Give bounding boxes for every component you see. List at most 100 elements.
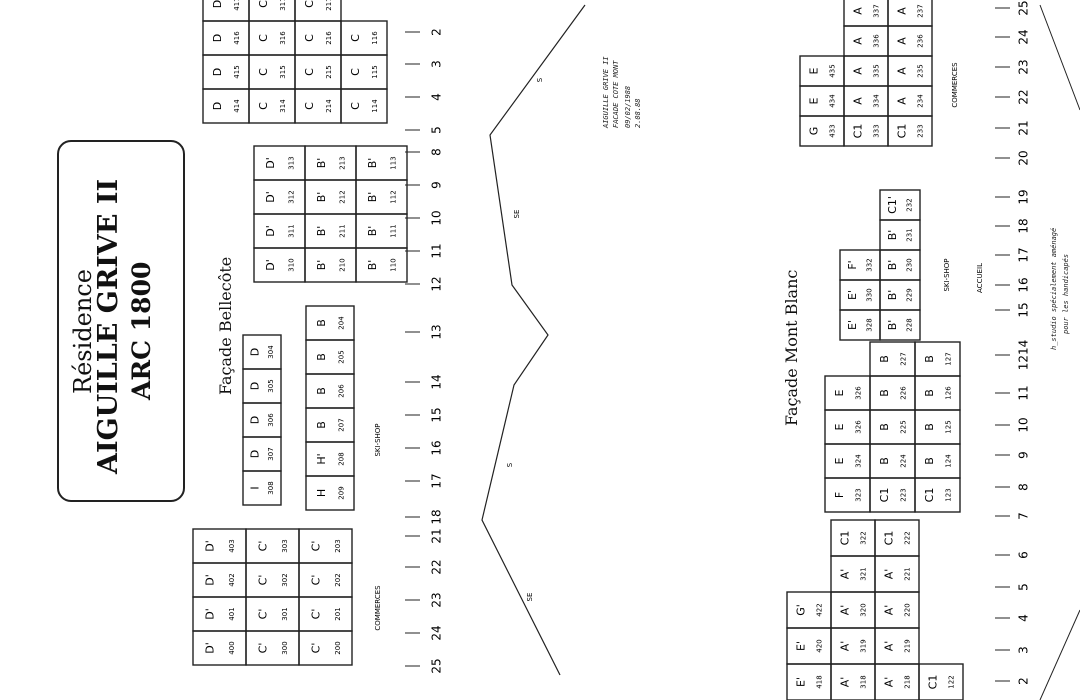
title-box: Résidence AIGUILLE GRIVE II ARC 1800 — [57, 140, 185, 502]
bellecote-block-d-cell — [298, 528, 353, 564]
bellecote-block-a-cell — [340, 54, 388, 90]
bellecote-block-a-apt-type: C — [303, 68, 316, 76]
montblanc-block-c-apt-number: 323 — [854, 488, 862, 501]
montblanc-block-a-apt-number: 234 — [917, 94, 925, 108]
montblanc-ski-shop: SKI-SHOP — [943, 258, 951, 291]
bellecote-block-d-cell — [298, 562, 353, 598]
bellecote-block-d-apt-type: C' — [256, 575, 269, 586]
montblanc-block-b-apt-type: E' — [846, 320, 859, 330]
bellecote-block-b-apt-number: 311 — [288, 224, 296, 237]
montblanc-block-a-apt-number: 237 — [917, 4, 925, 17]
bellecote-block-a-apt-type: C — [257, 102, 270, 110]
bellecote-block-b-apt-type: B' — [366, 158, 379, 169]
montblanc-block-c-apt-number: 127 — [944, 352, 952, 365]
montblanc-accueil: ACCUEIL — [976, 263, 984, 293]
montblanc-block-d-apt-number: 418 — [816, 675, 824, 688]
bellecote-axis-label: 11 — [430, 243, 444, 258]
montblanc-block-a-apt-number: 435 — [829, 64, 837, 77]
montblanc-block-a-apt-type: A — [896, 7, 909, 15]
bellecote-block-d-apt-type: D' — [203, 608, 216, 620]
montblanc-block-c-apt-type: E — [833, 457, 846, 464]
bellecote-block-d-apt-type: C' — [309, 541, 322, 552]
montblanc-block-b-apt-type: B' — [886, 260, 899, 271]
montblanc-axis-label: 7 — [1017, 512, 1031, 520]
montblanc-block-b-apt-number: 330 — [866, 288, 874, 301]
bellecote-block-d-apt-type: C' — [309, 575, 322, 586]
montblanc-block-b-apt-number: 230 — [906, 258, 914, 271]
bellecote-block-b-cell — [304, 247, 357, 283]
bellecote-block-a-cell — [340, 20, 388, 56]
montblanc-block-a-apt-type: G — [808, 127, 821, 136]
bellecote-block-d-cell — [298, 630, 353, 666]
bellecote-block-a-cell — [294, 20, 342, 56]
montblanc-block-d-apt-number: 218 — [904, 675, 912, 688]
montblanc-block-c-cell — [914, 375, 961, 411]
bellecote-block-d-apt-type: C' — [309, 643, 322, 654]
bellecote-block-c-apt-number: 208 — [338, 452, 346, 465]
bellecote-block-d-apt-type: C' — [309, 609, 322, 620]
montblanc-block-c-apt-type: B — [923, 457, 936, 465]
bellecote-block-a-apt-number: 217 — [325, 0, 333, 11]
montblanc-block-d-apt-number: 321 — [860, 567, 868, 580]
montblanc-axis-label: 22 — [1017, 89, 1031, 104]
bellecote-block-a-apt-number: 414 — [233, 99, 241, 113]
bellecote-block-d-apt-number: 201 — [334, 607, 342, 620]
exposure-label: S — [506, 462, 514, 467]
bellecote-block-d-apt-number: 401 — [228, 607, 236, 620]
montblanc-block-a-apt-type: A — [896, 37, 909, 45]
bellecote-block-d-cell — [192, 596, 247, 632]
bellecote-block-b-apt-number: 212 — [339, 190, 347, 203]
bellecote-block-c-apt-number: 206 — [338, 384, 346, 398]
montblanc-axis-label: 15 — [1017, 302, 1031, 317]
montblanc-block-d-apt-number: 422 — [816, 603, 824, 616]
montblanc-block-a-apt-type: C1 — [896, 124, 909, 139]
bellecote-block-b-apt-type: B' — [315, 192, 328, 203]
bellecote-block-a-cell — [202, 88, 250, 124]
montblanc-block-c-apt-type: F — [833, 492, 846, 498]
montblanc-block-c-cell — [869, 341, 916, 377]
bellecote-axis-label: 25 — [430, 658, 444, 673]
bellecote-block-b-cell — [253, 179, 306, 215]
montblanc-block-c-apt-number: 226 — [899, 386, 907, 400]
bellecote-block-b-cell — [355, 179, 408, 215]
montblanc-block-a-apt-number: 433 — [829, 124, 837, 137]
bellecote-block-a-apt-number: 215 — [325, 65, 333, 78]
bellecote-block-b-apt-type: B' — [315, 158, 328, 169]
bellecote-block-c-apt-number: 306 — [267, 413, 275, 427]
montblanc-block-c-cell — [869, 477, 916, 513]
bellecote-block-c-apt-type: B — [315, 421, 328, 429]
montblanc-axis-label: 17 — [1017, 247, 1031, 262]
montblanc-axis-label: 4 — [1017, 614, 1031, 622]
montblanc-axis-label: 21 — [1017, 120, 1031, 135]
montblanc-block-d-cell — [874, 519, 920, 557]
bellecote-block-c-apt-type: D — [249, 450, 262, 458]
bellecote-block-c-apt-type: B — [315, 319, 328, 327]
bellecote-block-d-apt-type: D' — [203, 642, 216, 654]
montblanc-block-c-apt-type: C1 — [923, 488, 936, 503]
bellecote-block-d-apt-number: 302 — [281, 573, 289, 586]
montblanc-axis-label: 6 — [1017, 551, 1031, 559]
bellecote-block-a-apt-type: C — [257, 68, 270, 76]
montblanc-block-d-apt-type: E' — [795, 641, 808, 651]
montblanc-block-d-apt-number: 122 — [948, 675, 956, 688]
montblanc-block-b-apt-number: 332 — [866, 258, 874, 271]
montblanc-block-c-apt-type: B — [878, 389, 891, 397]
bellecote-block-a-cell — [202, 0, 250, 22]
montblanc-block-c-cell — [914, 477, 961, 513]
montblanc-block-c-cell — [824, 409, 871, 445]
bellecote-axis-label: 4 — [430, 93, 444, 101]
montblanc-axis-label: 1214 — [1017, 340, 1031, 371]
bellecote-block-c-apt-number: 304 — [267, 345, 275, 359]
montblanc-block-a-apt-type: A — [852, 37, 865, 45]
montblanc-block-d-cell — [918, 663, 964, 700]
bellecote-block-a-cell — [294, 88, 342, 124]
bellecote-block-d-cell — [192, 528, 247, 564]
montblanc-block-c-apt-type: B — [923, 389, 936, 397]
bellecote-block-a-cell — [248, 0, 296, 22]
bellecote-block-b-apt-number: 111 — [390, 224, 398, 237]
bellecote-block-c-apt-type: D — [249, 416, 262, 424]
montblanc-block-b-apt-number: 231 — [906, 228, 914, 241]
montblanc-block-b-apt-number: 232 — [906, 198, 914, 211]
bellecote-axis-label: 18 — [430, 509, 444, 524]
bellecote-block-a-cell — [294, 54, 342, 90]
